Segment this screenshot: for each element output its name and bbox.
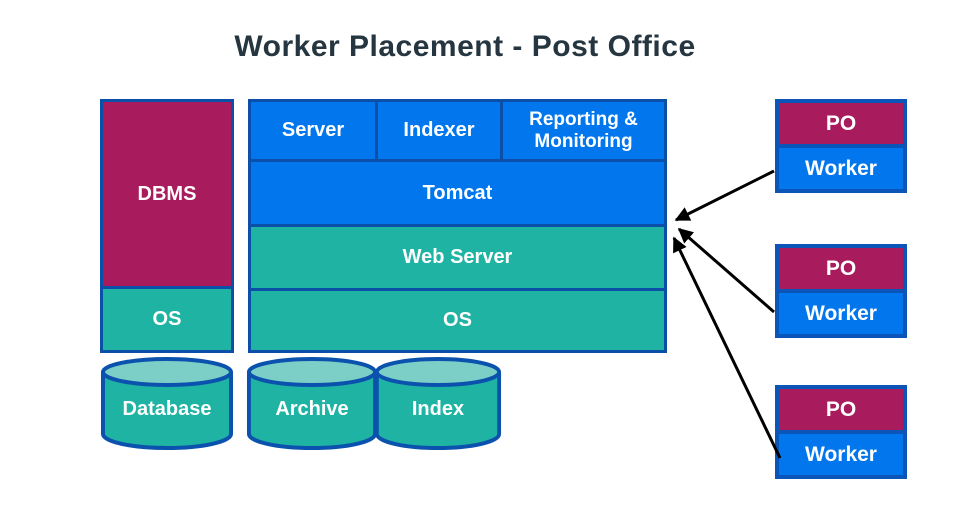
database-cylinder: Database bbox=[100, 356, 234, 456]
server-box: Server bbox=[248, 99, 378, 162]
po-box-3: PO bbox=[775, 385, 907, 434]
index-cylinder: Index bbox=[374, 356, 502, 456]
po-label-3: PO bbox=[825, 397, 857, 421]
arrow-worker3-to-stack bbox=[672, 236, 782, 459]
reporting-monitoring-label: Reporting & Monitoring bbox=[529, 108, 638, 152]
worker-label-2: Worker bbox=[805, 301, 877, 325]
server-label: Server bbox=[281, 119, 345, 141]
dbms-box: DBMS bbox=[100, 99, 234, 289]
os-left-box: OS bbox=[100, 286, 234, 353]
dbms-label: DBMS bbox=[137, 182, 197, 205]
po-box-1: PO bbox=[775, 99, 907, 148]
po-worker-group-1: PO Worker bbox=[775, 99, 907, 193]
worker-box-2: Worker bbox=[775, 289, 907, 338]
cylinder-shape bbox=[246, 357, 378, 450]
po-worker-group-3: PO Worker bbox=[775, 385, 907, 479]
tomcat-label: Tomcat bbox=[422, 181, 493, 204]
index-label: Index bbox=[411, 398, 465, 420]
os-middle-label: OS bbox=[443, 309, 472, 331]
os-left-label: OS bbox=[152, 308, 182, 330]
worker-label-3: Worker bbox=[805, 442, 877, 466]
po-worker-group-2: PO Worker bbox=[775, 244, 907, 338]
cylinder-shape bbox=[101, 357, 233, 450]
os-middle-box: OS bbox=[248, 288, 667, 353]
web-server-label: Web Server bbox=[402, 246, 513, 268]
arrow-worker2-to-stack bbox=[677, 227, 775, 314]
archive-cylinder: Archive bbox=[246, 356, 378, 456]
indexer-box: Indexer bbox=[375, 99, 503, 162]
reporting-monitoring-box: Reporting & Monitoring bbox=[500, 99, 667, 162]
worker-box-3: Worker bbox=[775, 430, 907, 479]
indexer-label: Indexer bbox=[403, 119, 475, 141]
po-label-2: PO bbox=[825, 256, 857, 280]
po-box-2: PO bbox=[775, 244, 907, 293]
tomcat-box: Tomcat bbox=[248, 159, 667, 227]
worker-box-1: Worker bbox=[775, 144, 907, 193]
arrow-worker1-to-stack bbox=[674, 169, 775, 222]
web-server-box: Web Server bbox=[248, 224, 667, 291]
archive-label: Archive bbox=[275, 398, 349, 420]
po-label-1: PO bbox=[825, 111, 857, 135]
page-title: Worker Placement - Post Office bbox=[234, 30, 696, 63]
worker-label-1: Worker bbox=[805, 156, 877, 180]
database-label: Database bbox=[122, 398, 212, 420]
cylinder-shape bbox=[374, 357, 502, 450]
